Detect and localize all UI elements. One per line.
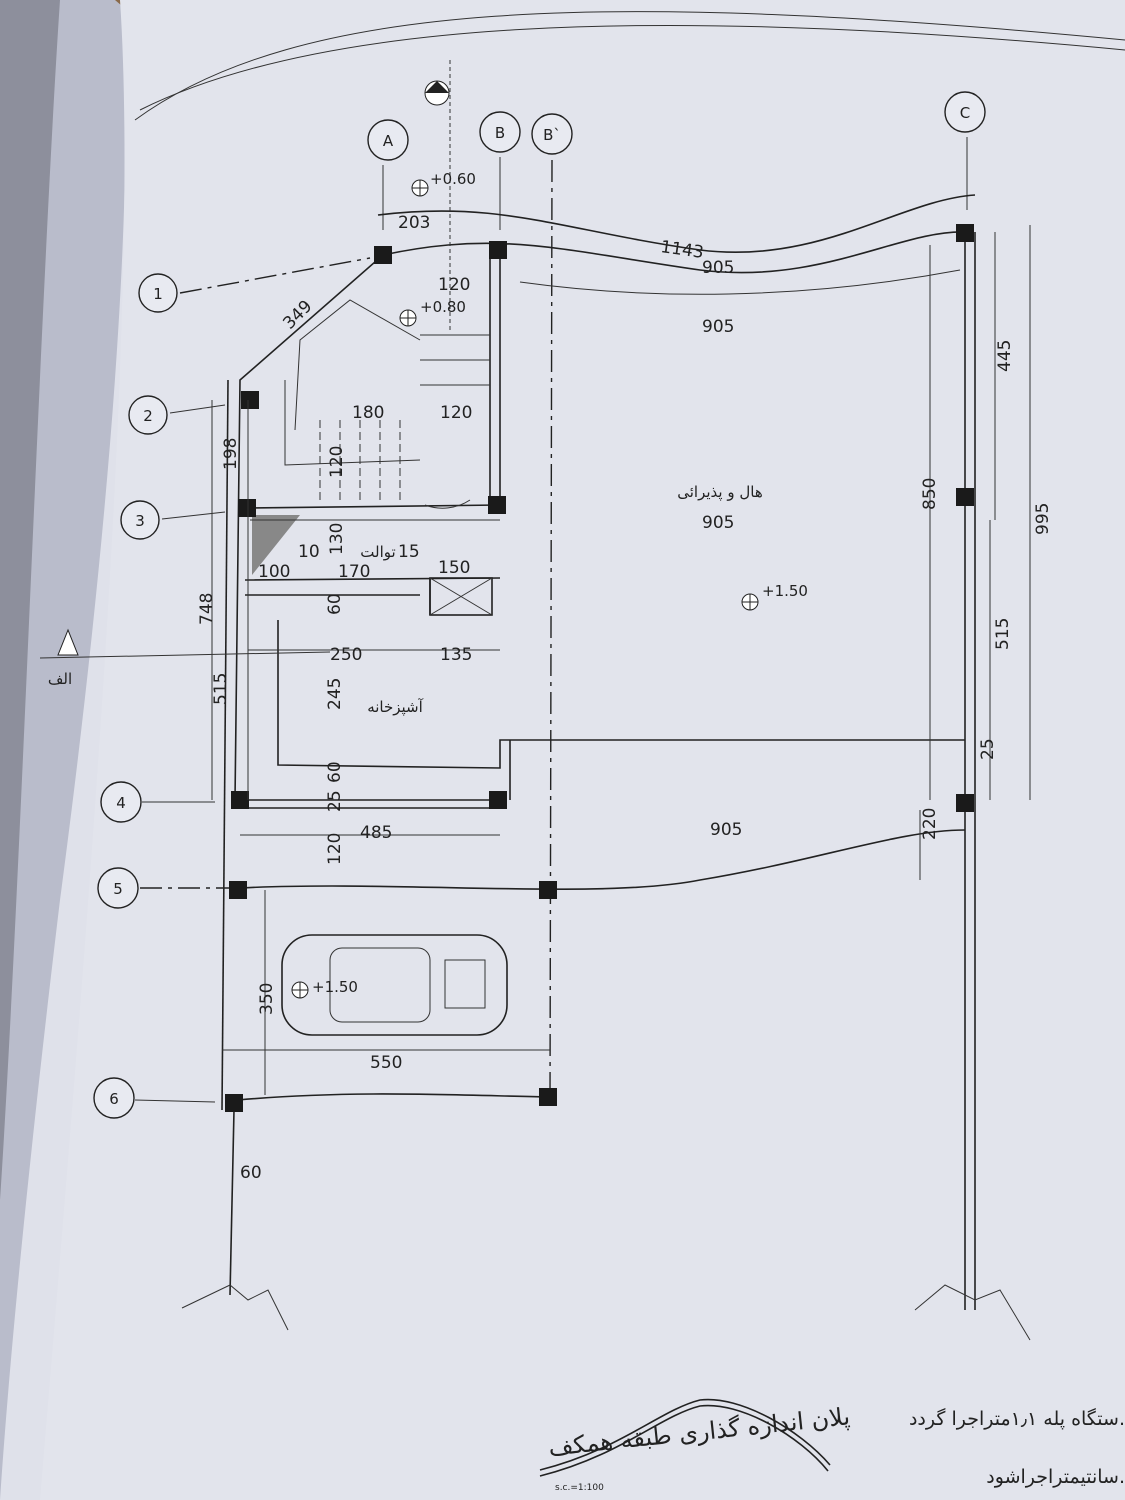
room-label-kitchen: آشپزخانه bbox=[367, 698, 423, 717]
svg-text:905: 905 bbox=[710, 820, 742, 840]
svg-text:905: 905 bbox=[702, 258, 734, 278]
svg-text:2: 2 bbox=[143, 407, 153, 425]
svg-text:550: 550 bbox=[370, 1053, 402, 1073]
grid-bubble-A: A bbox=[367, 119, 409, 161]
book-edge bbox=[0, 0, 60, 1200]
grid-bubble-C: C bbox=[944, 91, 986, 133]
svg-text:s.c.=1:100: s.c.=1:100 bbox=[555, 1483, 604, 1493]
svg-text:135: 135 bbox=[440, 645, 472, 665]
svg-text:120: 120 bbox=[438, 275, 470, 295]
svg-text:203: 203 bbox=[398, 213, 430, 233]
north-marker-icon bbox=[424, 60, 451, 330]
level-marker: +0.60 bbox=[411, 170, 476, 197]
room-label-living: هال و پذیرائی bbox=[677, 483, 763, 502]
grid-bubble-3: 3 bbox=[120, 500, 160, 540]
svg-text:445: 445 bbox=[995, 340, 1015, 372]
svg-text:B`: B` bbox=[543, 126, 561, 144]
svg-text:60: 60 bbox=[325, 593, 345, 615]
svg-text:C: C bbox=[960, 104, 970, 122]
walls bbox=[181, 194, 1031, 1341]
frame-border bbox=[134, 11, 1125, 121]
svg-text:905: 905 bbox=[702, 317, 734, 337]
svg-text:1: 1 bbox=[153, 285, 163, 303]
svg-text:850: 850 bbox=[920, 478, 940, 510]
svg-text:100: 100 bbox=[258, 562, 290, 582]
svg-text:3: 3 bbox=[135, 512, 145, 530]
svg-text:350: 350 bbox=[257, 983, 277, 1015]
svg-text:60: 60 bbox=[325, 761, 345, 783]
dimension-lines bbox=[211, 225, 1031, 1095]
grid-lines bbox=[134, 137, 968, 1103]
grid-bubble-4: 4 bbox=[100, 781, 142, 823]
svg-text:515: 515 bbox=[993, 618, 1013, 650]
svg-text:250: 250 bbox=[330, 645, 362, 665]
grid-bubble-2: 2 bbox=[128, 395, 168, 435]
level-marker: +1.50 bbox=[291, 978, 358, 999]
svg-text:120: 120 bbox=[440, 403, 472, 423]
svg-text:+1.50: +1.50 bbox=[762, 582, 808, 600]
level-marker: +1.50 bbox=[741, 582, 808, 611]
svg-text:6: 6 bbox=[109, 1090, 119, 1108]
svg-text:150: 150 bbox=[438, 558, 470, 578]
grid-bubble-6: 6 bbox=[93, 1077, 135, 1119]
svg-text:25: 25 bbox=[325, 790, 345, 812]
note-line-2: سانتیمتراجراشود. bbox=[986, 1466, 1125, 1488]
svg-text:170: 170 bbox=[338, 562, 370, 582]
note-line-1: ستگاه پله ۱٫۱متراجرا گردد. bbox=[909, 1407, 1125, 1430]
svg-text:485: 485 bbox=[360, 823, 392, 843]
dimension-labels: 203 1143 905 905 120 349 180 120 198 120… bbox=[197, 213, 1053, 1183]
grid-bubble-5: 5 bbox=[97, 867, 139, 909]
svg-text:10: 10 bbox=[298, 542, 320, 562]
svg-text:120: 120 bbox=[325, 833, 345, 865]
svg-text:995: 995 bbox=[1033, 503, 1053, 535]
grid-bubble-B: B bbox=[479, 111, 521, 153]
svg-text:15: 15 bbox=[398, 542, 420, 562]
svg-text:5: 5 bbox=[113, 880, 123, 898]
structural-columns bbox=[225, 224, 974, 1112]
svg-text:120: 120 bbox=[327, 446, 347, 478]
svg-text:515: 515 bbox=[211, 673, 231, 705]
svg-text:245: 245 bbox=[325, 678, 345, 710]
svg-text:+0.60: +0.60 bbox=[430, 170, 476, 188]
svg-text:+1.50: +1.50 bbox=[312, 978, 358, 996]
svg-text:180: 180 bbox=[352, 403, 384, 423]
grid-bubble-1: 1 bbox=[138, 273, 178, 313]
paper bbox=[40, 0, 1125, 1500]
car-symbol bbox=[281, 934, 508, 1036]
grid-bubble-B-prime: B` bbox=[531, 113, 573, 155]
room-label-toilet: توالت bbox=[360, 543, 395, 561]
level-marker: +0.80 bbox=[399, 298, 466, 327]
svg-text:60: 60 bbox=[240, 1163, 262, 1183]
section-marker: الف bbox=[39, 628, 331, 688]
svg-text:130: 130 bbox=[327, 523, 347, 555]
svg-text:220: 220 bbox=[920, 808, 940, 840]
svg-text:A: A bbox=[383, 132, 394, 150]
svg-text:748: 748 bbox=[197, 593, 217, 625]
svg-text:+0.80: +0.80 bbox=[420, 298, 466, 316]
svg-text:25: 25 bbox=[978, 738, 998, 760]
svg-text:الف: الف bbox=[48, 670, 72, 688]
svg-text:198: 198 bbox=[221, 438, 241, 470]
svg-text:4: 4 bbox=[116, 794, 126, 812]
svg-text:905: 905 bbox=[702, 513, 734, 533]
svg-text:B: B bbox=[495, 124, 505, 142]
